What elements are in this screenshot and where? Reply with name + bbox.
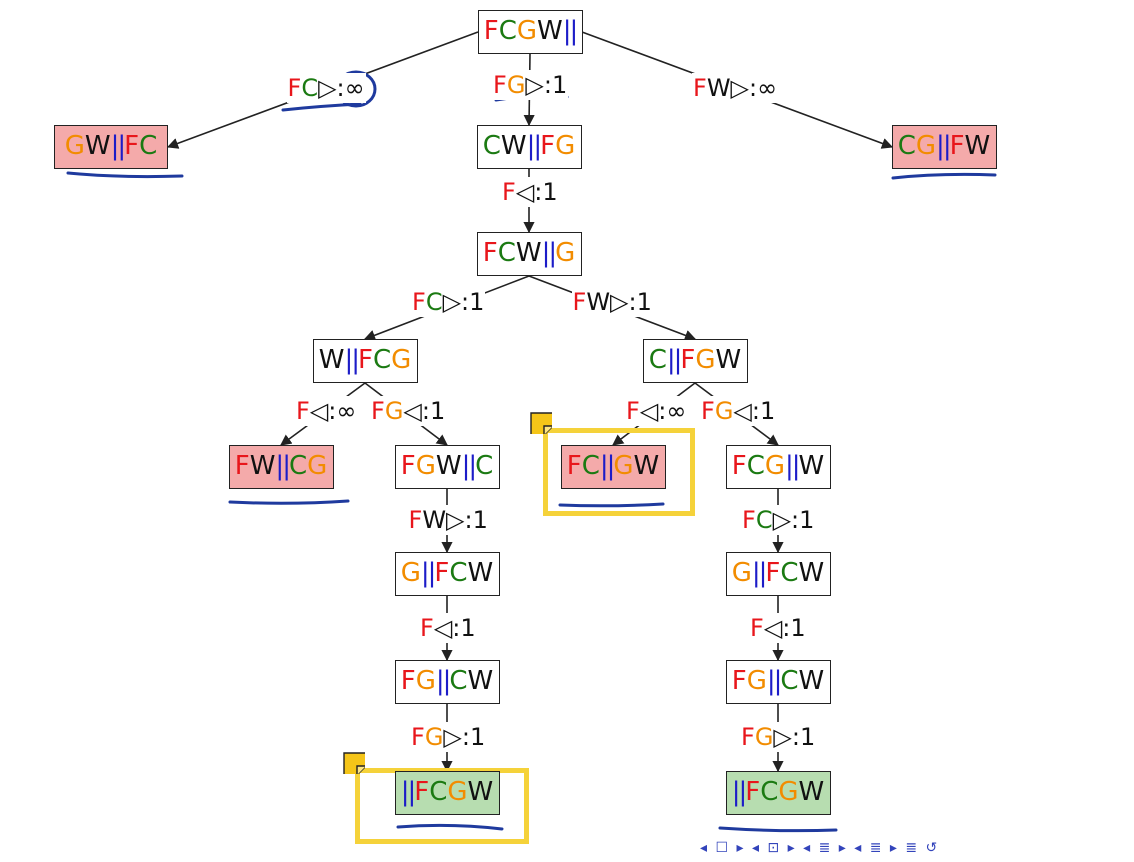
state-node: CG||FW: [891, 125, 997, 169]
edge-label: FG◁:1: [700, 396, 777, 426]
state-node: G||FCW: [394, 552, 500, 596]
edge-label: F◁:1: [501, 177, 559, 207]
state-node: FG||CW: [725, 660, 831, 704]
state-node: CW||FG: [476, 125, 582, 169]
edge-label: FG▷:1: [410, 722, 487, 752]
edge-label: F◁:1: [419, 613, 477, 643]
state-node: FCGW||: [477, 10, 583, 54]
state-node: GW||FC: [54, 125, 168, 169]
state-node: FCW||G: [476, 232, 582, 276]
edge-label: FC▷:1: [411, 287, 486, 317]
edge-label: FG◁:1: [370, 396, 447, 426]
state-node: G||FCW: [725, 552, 831, 596]
edge-label: FC▷:1: [741, 505, 816, 535]
edge-label: FC▷:∞: [286, 73, 366, 103]
state-node: W||FCG: [312, 339, 418, 383]
state-node: FW||CG: [228, 445, 334, 489]
edge-label: FG▷:1: [740, 722, 817, 752]
edge-label: F◁:∞: [295, 396, 358, 426]
beamer-navigation-bar[interactable]: ◂ ☐ ▸ ◂ ⊡ ▸ ◂ ≣ ▸ ◂ ≣ ▸ ≣ ↺: [700, 840, 940, 856]
highlight-box: [543, 428, 695, 516]
sticky-note-icon[interactable]: [530, 412, 552, 434]
sticky-note-icon[interactable]: [343, 752, 365, 774]
edge-label: F◁:1: [749, 613, 807, 643]
edge-label: FW▷:1: [571, 287, 653, 317]
edge-label: FG▷:1: [492, 70, 569, 100]
edge-label: F◁:∞: [625, 396, 688, 426]
highlight-box: [355, 768, 529, 844]
state-node: ||FCGW: [725, 771, 831, 815]
edge-label: FW▷:1: [407, 505, 489, 535]
state-node: C||FGW: [642, 339, 748, 383]
state-node: ||FCGW: [394, 771, 500, 815]
edge-label: FW▷:∞: [692, 73, 779, 103]
state-node: FGW||C: [394, 445, 500, 489]
state-node: FC||GW: [560, 445, 666, 489]
state-node: FCG||W: [725, 445, 831, 489]
state-node: FG||CW: [394, 660, 500, 704]
